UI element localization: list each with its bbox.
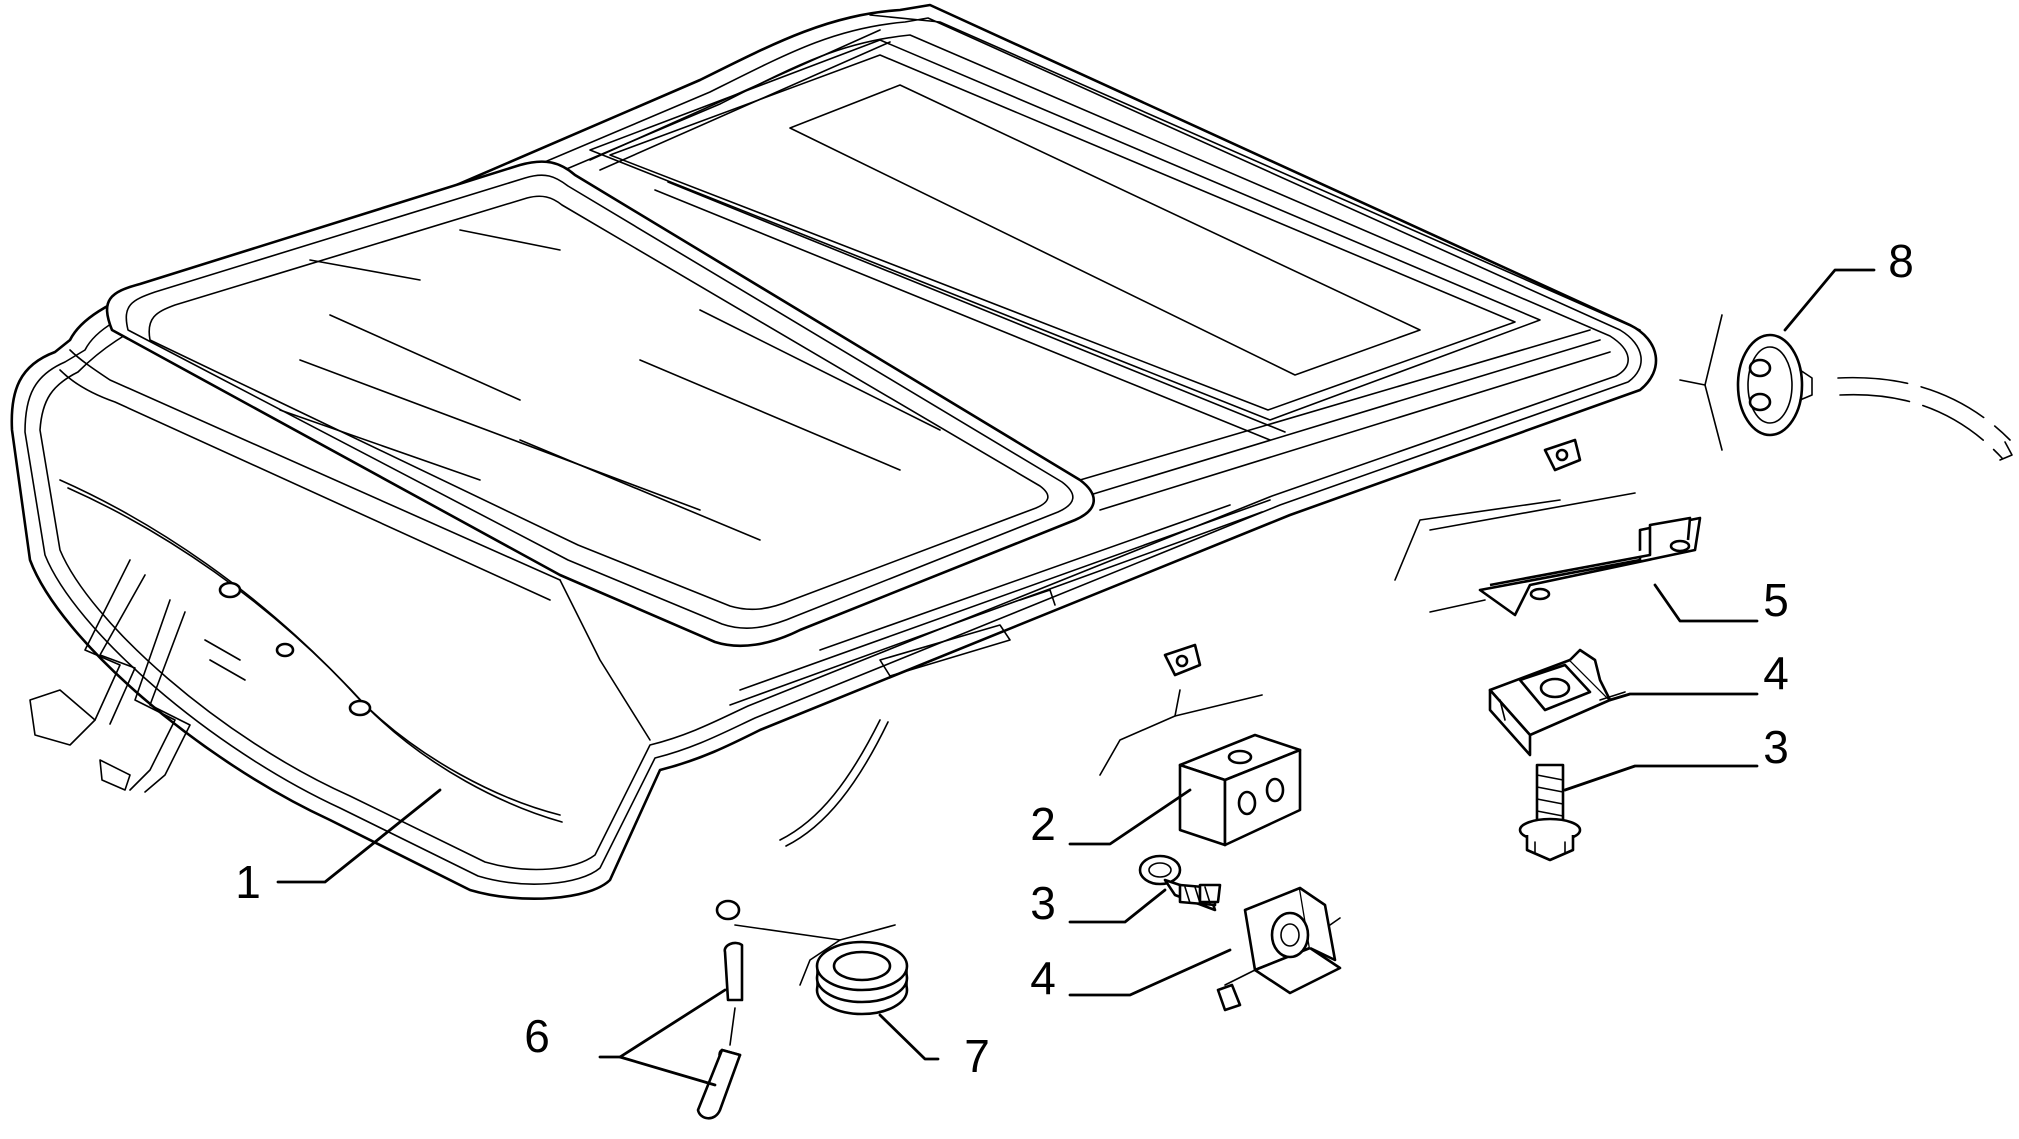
- callout-6: 6: [524, 1010, 550, 1062]
- part-4-cage-nut-lower: [1216, 886, 1342, 1012]
- part-3-bolt-lower: [1138, 854, 1222, 912]
- leader-3-upper: [1563, 764, 1759, 792]
- leader-8: [1783, 268, 1876, 332]
- callout-1: 1: [235, 856, 261, 908]
- part-6-drain-hose: [696, 924, 896, 1120]
- callout-3-upper: 3: [1763, 721, 1789, 773]
- leader-4-lower: [1068, 948, 1232, 997]
- part-4-clip-nut-upper: [1488, 648, 1626, 757]
- callout-2: 2: [1030, 798, 1056, 850]
- leader-lines: [276, 268, 1876, 1087]
- callout-7: 7: [964, 1030, 990, 1082]
- callout-8: 8: [1888, 235, 1914, 287]
- callout-3-lower: 3: [1030, 877, 1056, 929]
- leader-2: [1068, 788, 1192, 846]
- sunroof-frame-assembly: [10, 3, 1658, 921]
- leader-1: [276, 788, 442, 884]
- leader-3-lower: [1068, 888, 1167, 924]
- part-5-bracket-plate: [1394, 492, 1702, 617]
- leader-6b: [618, 1055, 717, 1087]
- leader-5: [1653, 583, 1759, 623]
- part-7-rubber-grommet: [815, 940, 909, 1016]
- part-2-angle-bracket: [1099, 689, 1302, 847]
- callout-4-upper: 4: [1763, 647, 1789, 699]
- leader-6a: [598, 988, 727, 1059]
- callout-4-lower: 4: [1030, 952, 1056, 1004]
- callout-5: 5: [1763, 574, 1789, 626]
- part-8-grommet: [1679, 314, 2013, 461]
- callout-numbers: 1 2 3 3 4 4 5 6 7 8: [235, 235, 1914, 1082]
- part-3-bolt-upper: [1518, 763, 1582, 862]
- leader-7: [878, 1013, 940, 1061]
- leader-4-upper: [1608, 692, 1759, 702]
